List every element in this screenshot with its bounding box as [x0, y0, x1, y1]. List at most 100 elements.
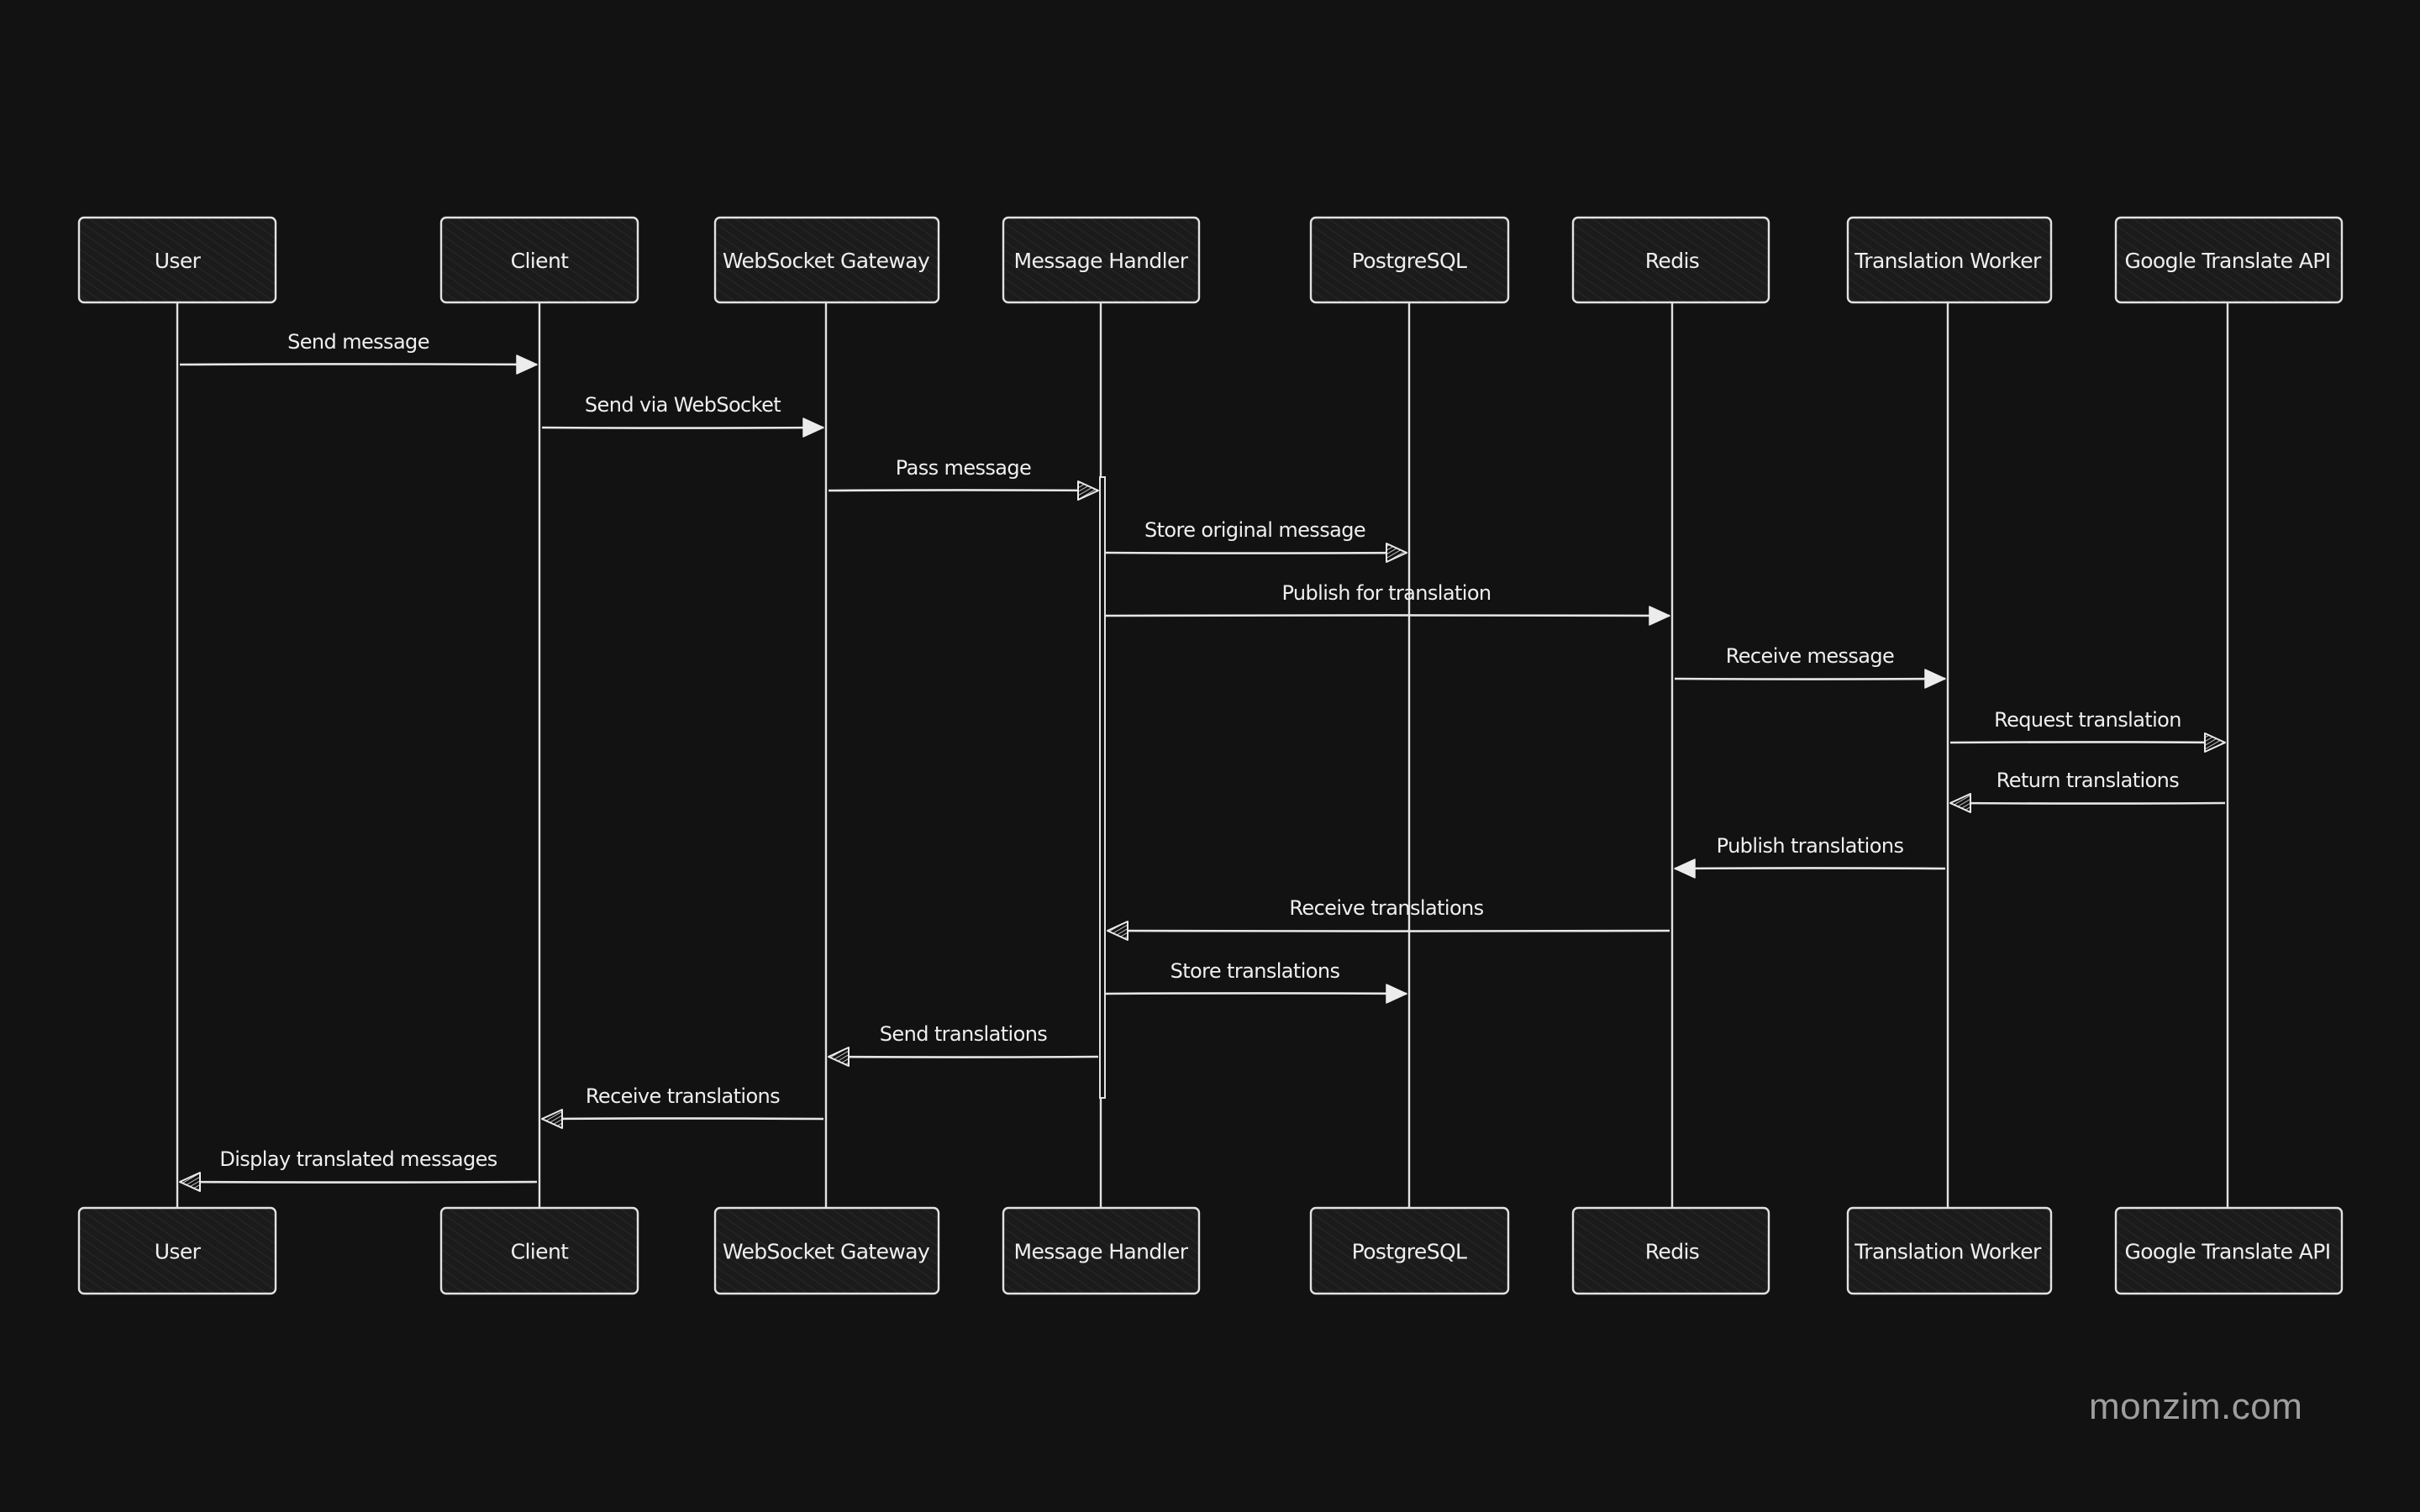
participant-box [77, 1206, 277, 1295]
participant-google-bottom[interactable]: Google Translate API [2114, 1206, 2344, 1295]
message-3: Pass message [828, 456, 1099, 501]
message-label: Store original message [1144, 518, 1365, 542]
message-arrow-line [1105, 551, 1407, 554]
message-7: Request translation [1949, 708, 2226, 753]
participant-label: Client [511, 249, 570, 273]
participant-postgres-bottom[interactable]: PostgreSQL [1309, 1206, 1510, 1295]
participant-box [1309, 1206, 1510, 1295]
participant-label: Google Translate API [2124, 1240, 2330, 1264]
participant-label: Redis [1645, 1240, 1699, 1264]
participant-label: Message Handler [1014, 1240, 1189, 1264]
message-arrow-line [541, 1117, 824, 1121]
arrowhead-icon [802, 417, 824, 438]
message-arrow-line [1674, 867, 1946, 870]
message-label: Pass message [896, 456, 1031, 480]
participant-label: Translation Worker [1854, 249, 2042, 273]
participant-box [77, 216, 277, 304]
participants-top-row: User Client WebSocket Gateway Message Handl… [77, 216, 2344, 304]
participants-bottom-row: User Client WebSocket Gateway Message Handl… [77, 1206, 2344, 1295]
arrowhead-icon [541, 1109, 563, 1129]
participant-box [2114, 1206, 2344, 1295]
arrowhead-icon [2204, 732, 2226, 753]
participant-label: Translation Worker [1854, 1240, 2042, 1264]
participant-label: PostgreSQL [1352, 1240, 1467, 1264]
message-arrow-line [1949, 801, 2226, 805]
participant-client-bottom[interactable]: Client [439, 1206, 639, 1295]
arrowhead-icon [516, 354, 538, 375]
participant-box [1002, 216, 1201, 304]
participant-box [1846, 1206, 2053, 1295]
participant-box [713, 216, 940, 304]
participant-box [1571, 1206, 1770, 1295]
participant-redis-bottom[interactable]: Redis [1571, 1206, 1770, 1295]
participant-label: PostgreSQL [1352, 249, 1467, 273]
message-6: Receive message [1674, 644, 1946, 689]
message-arrow-line [1107, 929, 1670, 932]
arrowhead-icon [1386, 543, 1407, 563]
participant-google-top[interactable]: Google Translate API [2114, 216, 2344, 304]
participant-label: User [155, 1240, 202, 1264]
participant-box [439, 1206, 639, 1295]
message-label: Send message [287, 330, 429, 354]
arrowhead-icon [179, 1172, 201, 1192]
participant-user-bottom[interactable]: User [77, 1206, 277, 1295]
participant-label: Google Translate API [2124, 249, 2330, 273]
participant-gateway-bottom[interactable]: WebSocket Gateway [713, 1206, 940, 1295]
message-10: Receive translations [1107, 896, 1670, 941]
message-label: Return translations [1996, 769, 2180, 792]
arrowhead-icon [1949, 793, 1971, 813]
arrowhead-icon [1924, 669, 1946, 689]
participant-box [439, 216, 639, 304]
arrowhead-icon [1077, 480, 1099, 501]
participant-label: WebSocket Gateway [723, 1240, 930, 1264]
message-arrow-line [828, 1055, 1099, 1058]
message-2: Send via WebSocket [541, 393, 824, 438]
message-label: Display translated messages [219, 1147, 497, 1171]
message-label: Publish translations [1717, 834, 1904, 858]
participant-postgres-top[interactable]: PostgreSQL [1309, 216, 1510, 304]
message-arrow-line [828, 489, 1099, 492]
message-label: Publish for translation [1281, 581, 1491, 605]
message-14: Display translated messages [179, 1147, 538, 1192]
message-arrow-line [1949, 741, 2226, 744]
activation-bars [1099, 476, 1106, 1099]
message-label: Receive translations [586, 1084, 780, 1108]
participant-label: Client [511, 1240, 570, 1264]
participant-label: Redis [1645, 249, 1699, 273]
message-13: Receive translations [541, 1084, 824, 1129]
participant-user-top[interactable]: User [77, 216, 277, 304]
participant-box [1002, 1206, 1201, 1295]
message-4: Store original message [1105, 518, 1407, 563]
participant-worker-top[interactable]: Translation Worker [1846, 216, 2053, 304]
participant-handler-top[interactable]: Message Handler [1002, 216, 1201, 304]
lifelines [176, 302, 2229, 1208]
participant-box [713, 1206, 940, 1295]
participant-redis-top[interactable]: Redis [1571, 216, 1770, 304]
arrowhead-icon [1649, 606, 1670, 626]
message-arrow-line [179, 1180, 538, 1184]
message-1: Send message [179, 330, 538, 375]
message-label: Send translations [880, 1022, 1048, 1046]
arrowhead-icon [1107, 921, 1128, 941]
message-arrow-line [1674, 677, 1946, 680]
participant-box [1846, 216, 2053, 304]
arrowhead-icon [1386, 984, 1407, 1004]
message-5: Publish for translation [1105, 581, 1670, 626]
activation-bar-handler [1099, 476, 1106, 1099]
participant-client-top[interactable]: Client [439, 216, 639, 304]
message-label: Receive translations [1289, 896, 1483, 920]
message-arrow-line [179, 363, 538, 366]
arrowhead-icon [828, 1047, 850, 1067]
participant-worker-bottom[interactable]: Translation Worker [1846, 1206, 2053, 1295]
participant-box [1309, 216, 1510, 304]
message-9: Publish translations [1674, 834, 1946, 879]
participant-handler-bottom[interactable]: Message Handler [1002, 1206, 1201, 1295]
participant-gateway-top[interactable]: WebSocket Gateway [713, 216, 940, 304]
message-label: Store translations [1171, 959, 1340, 983]
arrowhead-icon [1674, 858, 1696, 879]
message-11: Store translations [1105, 959, 1407, 1004]
message-label: Receive message [1726, 644, 1894, 668]
